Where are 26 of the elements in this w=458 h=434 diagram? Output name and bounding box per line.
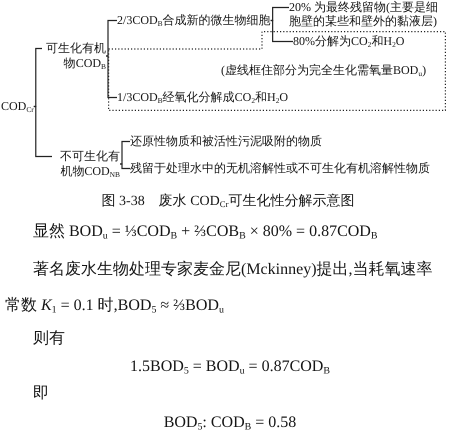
bracket-line <box>120 140 130 165</box>
leaf-label: 80%分解为CO$_{2}$和H$_{2}$O <box>293 34 404 49</box>
dashed-frame <box>108 31 446 111</box>
bracket-line <box>34 48 42 108</box>
bracket-line <box>34 106 52 158</box>
branch-label: 不可生化有机物COD$_{NB}$ <box>52 149 120 179</box>
leaf-label: 20% 为最终残留物(主要是细胞壁的某些和壁外的黏液层) <box>289 0 447 28</box>
branch-label: 2/3COD$_{B}$合成新的微生物细胞 <box>117 13 271 28</box>
branch-label: 可生化有机物COD$_{B}$ <box>42 41 106 71</box>
formula: 显然 BOD$_{u}$ = ⅓COD$_{B}$ + ⅔COB$_{B}$ × 80% = 0.87COD$_{B}$ <box>33 222 378 242</box>
leaf-label: 残留于处理水中的无机溶解性或不可生化有机溶解性物质 <box>130 161 430 176</box>
leaf-label: 1/3COD$_{B}$经氧化分解成CO$_{2}$和H$_{2}$O <box>117 90 288 105</box>
note-text: (虚线框住部分为完全生化需氧量BOD$_{u}$) <box>221 63 426 78</box>
bracket-line <box>270 6 289 22</box>
root-label: COD$_{Cr}$ <box>1 99 34 114</box>
formula: 1.5BOD$_{5}$ = BOD$_{u}$ = 0.87COD$_{B}$ <box>130 357 330 377</box>
figure-caption: 图 3-38 废水 COD$_{Cr}$可生化性分解示意图 <box>102 193 354 211</box>
paragraph: 著名废水生物处理专家麦金尼(Mckinney)提出,当耗氧速率常数 K$_{1}$ = 0.1 时,BOD$_{5}$ ≈ ⅔BOD$_{u}$ <box>5 260 434 318</box>
formula: BOD$_{5}$: COD$_{B}$ = 0.58 <box>164 413 296 433</box>
bracket-line <box>106 20 117 57</box>
bracket-line <box>270 20 293 42</box>
bracket-line <box>120 163 130 170</box>
bracket-line <box>106 55 117 98</box>
body-text: 则有 <box>33 329 65 349</box>
leaf-label: 还原性物质和被活性污泥吸附的物质 <box>130 134 322 149</box>
body-text: 即 <box>33 384 49 404</box>
